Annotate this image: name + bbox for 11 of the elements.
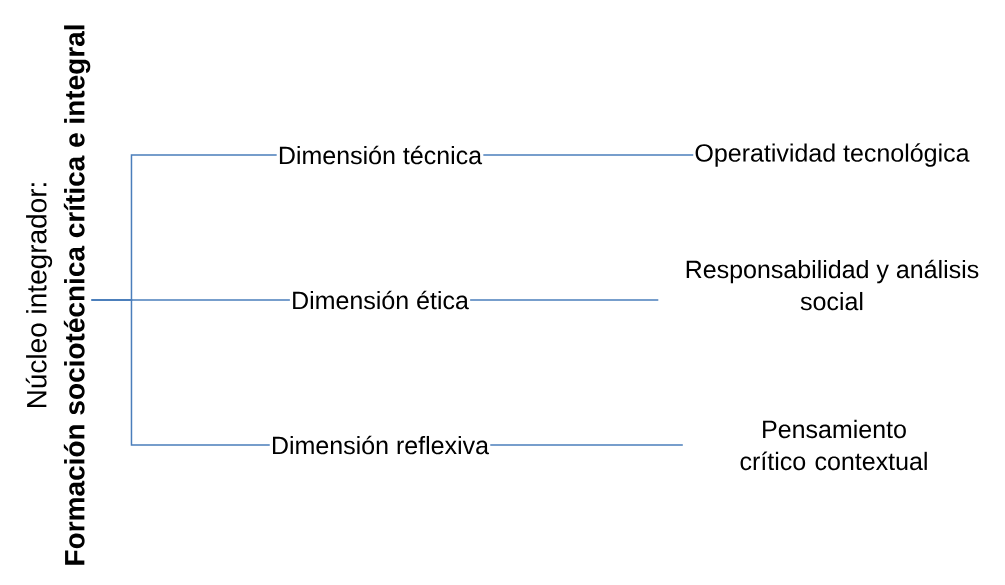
- connector-line: [469, 299, 660, 301]
- outcome-label: Responsabilidad y análisis social: [686, 259, 979, 311]
- bracket-connector: [90, 299, 271, 446]
- connector-line: [489, 444, 684, 446]
- rotated-title-text: Núcleo integrador: Formación sociotécnica crítica e integral: [25, 25, 91, 565]
- dimension-label: Dimensión técnica: [279, 145, 483, 165]
- dimension-label: Dimensión reflexiva: [273, 435, 489, 455]
- outcome-label: Operatividad tecnológica: [695, 143, 970, 167]
- connector-line: [482, 154, 694, 156]
- outcome-label: Pensamiento crítico contextual: [740, 419, 927, 471]
- dimension-label: Dimensión ética: [293, 290, 469, 310]
